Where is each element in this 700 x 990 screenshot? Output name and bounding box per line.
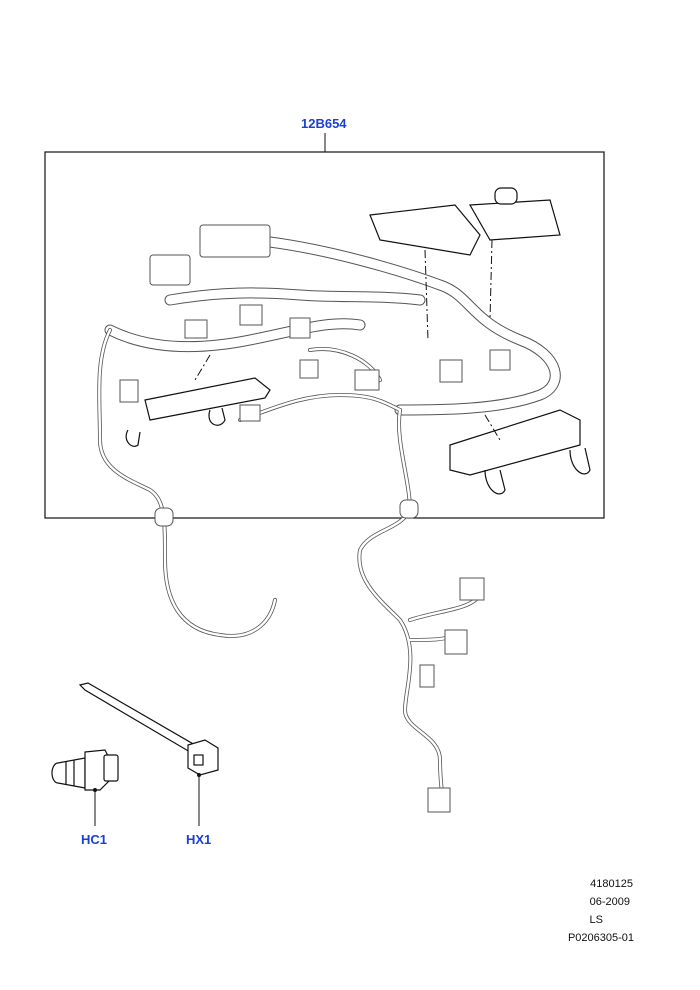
callout-cable-tie[interactable]: HX1 <box>186 832 212 847</box>
footer-reference: P0206305-01 <box>567 932 634 944</box>
bracket-left-leader <box>194 354 211 381</box>
bracket-top <box>369 187 561 256</box>
footer-illustration-number: 4180125 <box>590 878 633 890</box>
footer-model: LS <box>589 914 603 926</box>
bracket-left <box>125 377 271 447</box>
footer-date: 06-2009 <box>589 896 630 908</box>
bracket-right-lower-leader <box>484 414 501 441</box>
callout-screw[interactable]: HC1 <box>81 832 108 847</box>
bracket-right-lower <box>449 409 591 495</box>
cable-tie-drawing <box>78 682 219 776</box>
harness-connectors <box>119 224 511 813</box>
screw-dot <box>93 788 97 792</box>
screw-drawing <box>51 749 119 791</box>
bracket-top-leader-2 <box>489 239 493 321</box>
cable-tie-dot <box>197 773 201 777</box>
bracket-top-leader-1 <box>424 249 429 341</box>
callout-main-part[interactable]: 12B654 <box>301 116 347 131</box>
